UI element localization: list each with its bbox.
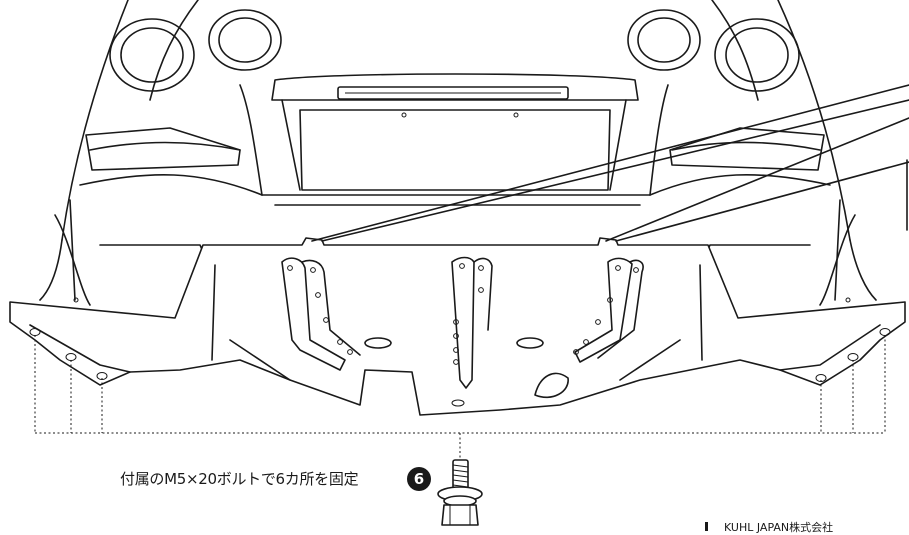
diffuser-details xyxy=(364,337,569,407)
step-number-badge: 6 xyxy=(407,467,431,491)
car-body-outline xyxy=(39,0,877,301)
trunk-lid xyxy=(271,73,639,191)
callout-leader-lines xyxy=(311,84,909,242)
footer-marker xyxy=(705,522,708,531)
instruction-text: 付属のM5×20ボルトで6カ所を固定 xyxy=(120,470,359,488)
bolt-dashed-guides xyxy=(34,335,886,462)
bolt-m5x20-icon xyxy=(437,459,483,526)
diffuser-fins xyxy=(281,256,644,389)
side-vents xyxy=(85,127,825,171)
right-tail-lights xyxy=(627,9,800,92)
diffuser-part xyxy=(9,237,906,416)
left-tail-lights xyxy=(109,9,282,92)
company-name: KUHL JAPAN株式会社 xyxy=(724,521,834,534)
